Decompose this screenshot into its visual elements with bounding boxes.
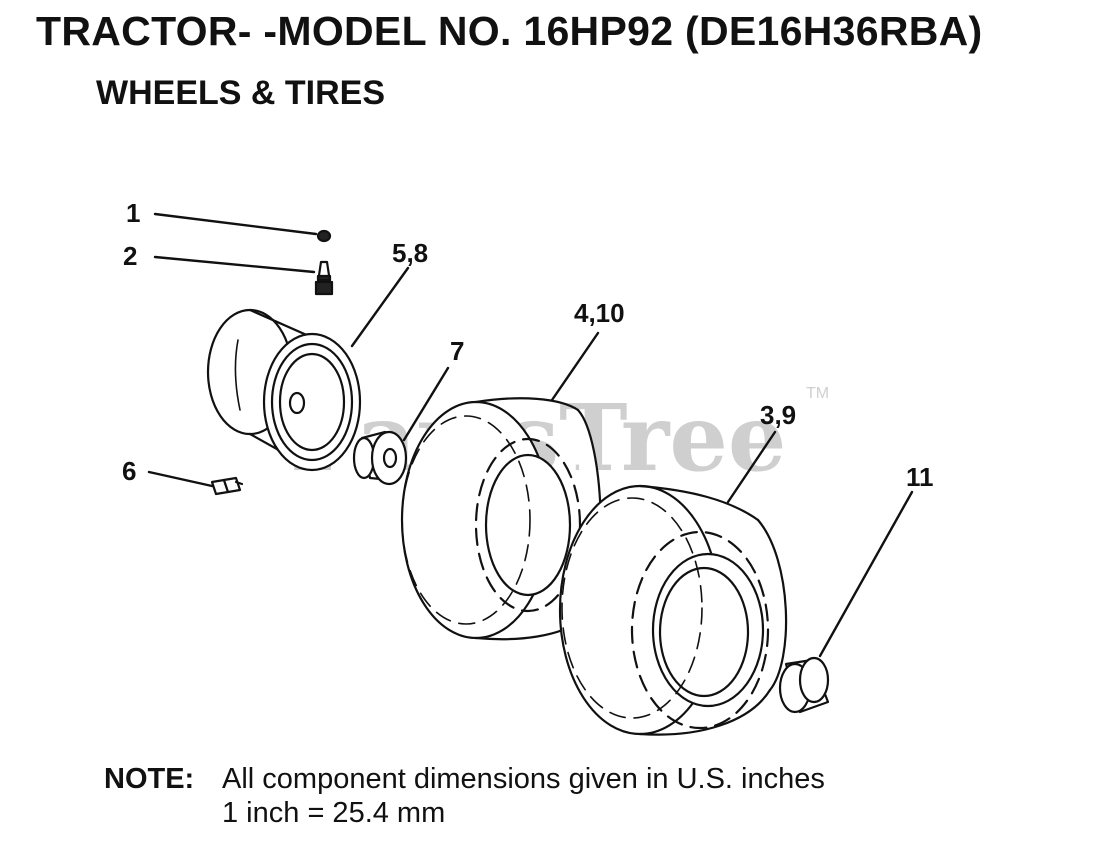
callout-label-5-8: 5,8 bbox=[392, 238, 428, 268]
leader-line-11 bbox=[818, 490, 914, 658]
watermark-tm: TM bbox=[806, 385, 829, 402]
diagram-title: TRACTOR- -MODEL NO. 16HP92 (DE16H36RBA) bbox=[36, 8, 983, 54]
dimension-note: NOTE: All component dimensions given in U… bbox=[104, 762, 825, 829]
grease-fitting-part bbox=[210, 476, 244, 496]
note-line-1: All component dimensions given in U.S. i… bbox=[222, 763, 825, 795]
leader-line-6 bbox=[147, 470, 214, 488]
hub-cap-part bbox=[778, 656, 830, 714]
callout-label-6: 6 bbox=[122, 456, 136, 486]
bushing-part bbox=[352, 430, 408, 486]
leader-line-5-8 bbox=[350, 266, 410, 348]
leader-line-3-9 bbox=[726, 430, 777, 504]
note-label: NOTE: bbox=[104, 763, 195, 795]
diagram-subtitle: WHEELS & TIRES bbox=[96, 74, 386, 112]
leader-line-4-10 bbox=[550, 331, 600, 402]
leader-lines bbox=[147, 212, 914, 658]
leader-line-1 bbox=[153, 212, 318, 236]
callout-label-2: 2 bbox=[123, 241, 137, 271]
leader-line-7 bbox=[402, 366, 450, 442]
valve-stem-part bbox=[314, 260, 334, 296]
callout-label-4-10: 4,10 bbox=[574, 298, 625, 328]
note-line-2: 1 inch = 25.4 mm bbox=[222, 797, 446, 829]
callout-label-3-9: 3,9 bbox=[760, 400, 796, 430]
leader-line-2 bbox=[153, 255, 316, 274]
callout-label-1: 1 bbox=[126, 198, 140, 228]
rear-tire-part bbox=[558, 484, 788, 736]
callout-label-11: 11 bbox=[906, 462, 934, 492]
callout-label-7: 7 bbox=[450, 336, 464, 366]
rim-part bbox=[206, 308, 362, 472]
valve-cap-part bbox=[316, 229, 332, 243]
